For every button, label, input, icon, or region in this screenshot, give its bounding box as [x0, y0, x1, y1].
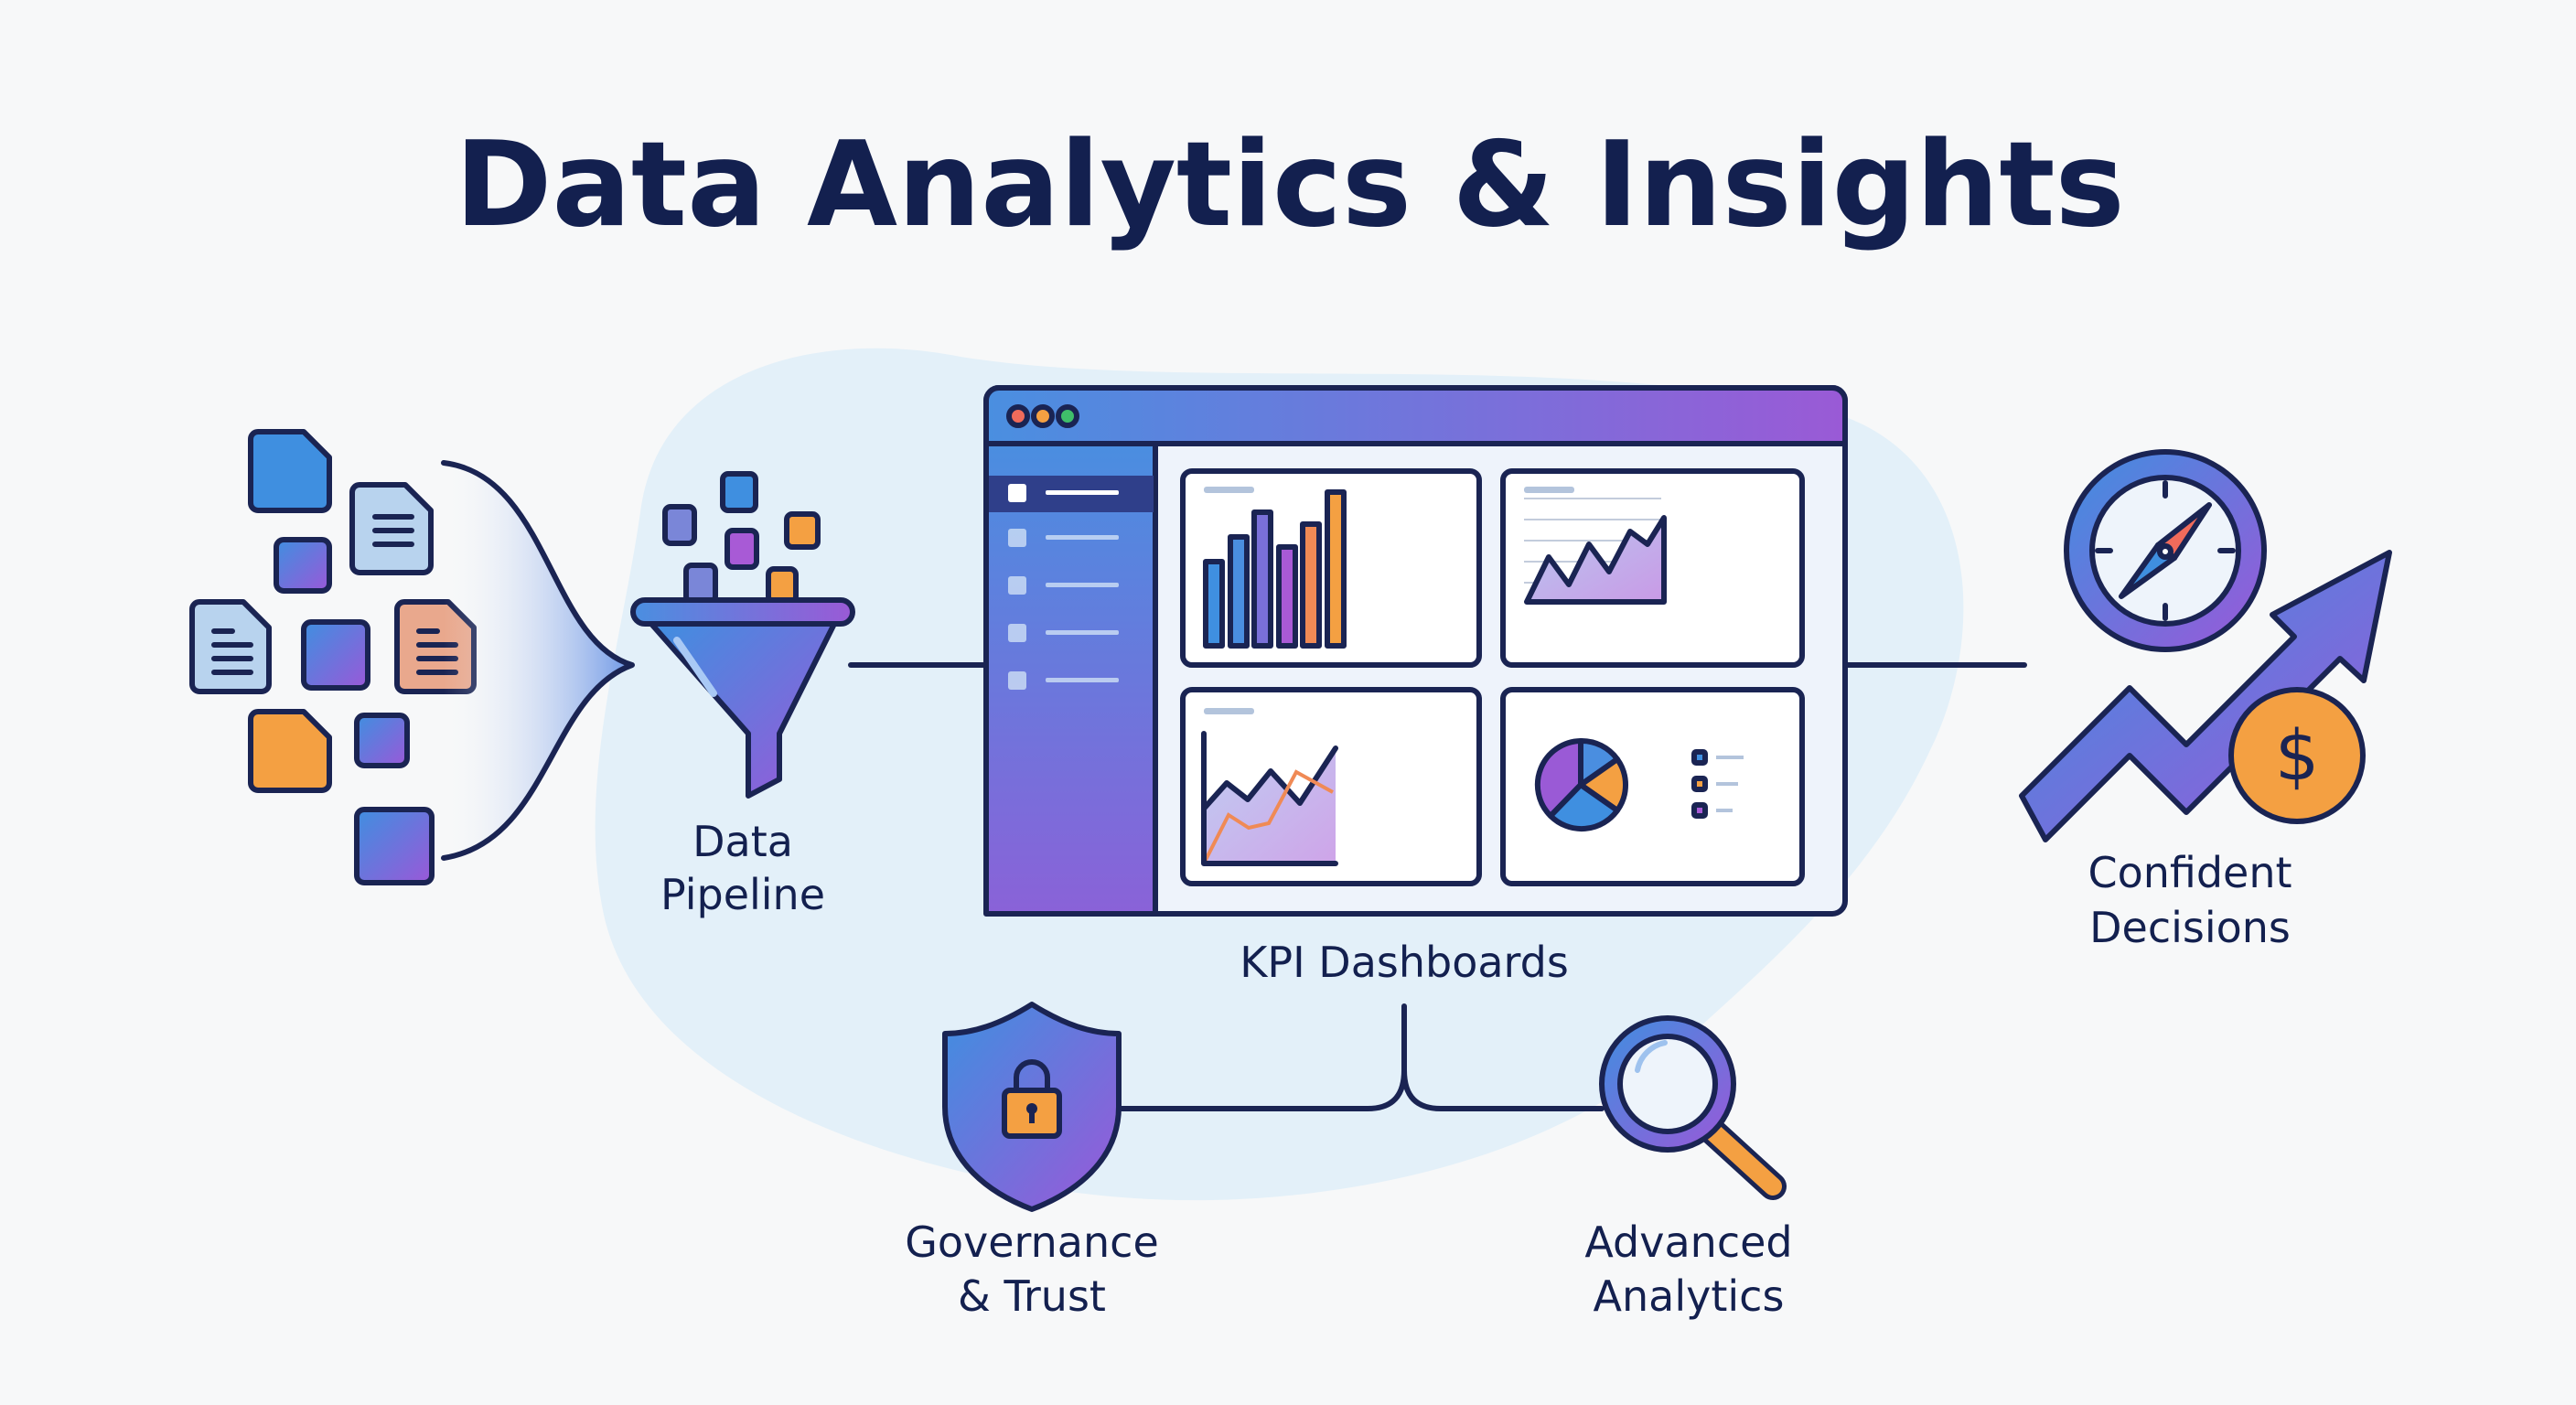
- decisions-label: Decisions: [2089, 903, 2291, 952]
- analytics-label: Analytics: [1594, 1271, 1785, 1321]
- page-title: Data Analytics & Insights: [455, 117, 2124, 253]
- dollar-icon: $: [2228, 687, 2366, 824]
- magnifier-icon: [1599, 1015, 1787, 1200]
- governance-label: Governance: [905, 1217, 1159, 1267]
- merge-brace: [441, 460, 635, 861]
- data-sources: [189, 429, 477, 885]
- data-block: [301, 619, 370, 691]
- pipeline-label: Pipeline: [660, 870, 825, 919]
- dashboard-window: [983, 385, 1848, 917]
- funnel-icon: [630, 471, 855, 799]
- governance-label: & Trust: [958, 1271, 1106, 1321]
- close-dot: [1006, 404, 1030, 428]
- minimize-dot: [1031, 404, 1055, 428]
- data-block: [274, 537, 332, 594]
- merge-fan: [444, 463, 632, 858]
- compass-icon: [2064, 449, 2267, 652]
- maximize-dot: [1056, 404, 1079, 428]
- analytics-label: Advanced: [1584, 1217, 1792, 1267]
- pie-chart-panel: [1500, 687, 1805, 886]
- data-block: [354, 807, 435, 885]
- bracket-connector: [1114, 1003, 1605, 1111]
- pipeline-label: Data: [692, 817, 793, 866]
- document-icon: [248, 709, 332, 793]
- svg-text:$: $: [2275, 714, 2319, 796]
- document-icon: [248, 429, 332, 513]
- shield-lock-icon: [942, 1002, 1122, 1212]
- decisions-label: Confident: [2088, 848, 2292, 897]
- growth-arrow-icon: [2019, 550, 2392, 842]
- data-block: [354, 713, 410, 768]
- dashboards-label: KPI Dashboards: [1240, 938, 1569, 987]
- title-bar: [983, 385, 1848, 446]
